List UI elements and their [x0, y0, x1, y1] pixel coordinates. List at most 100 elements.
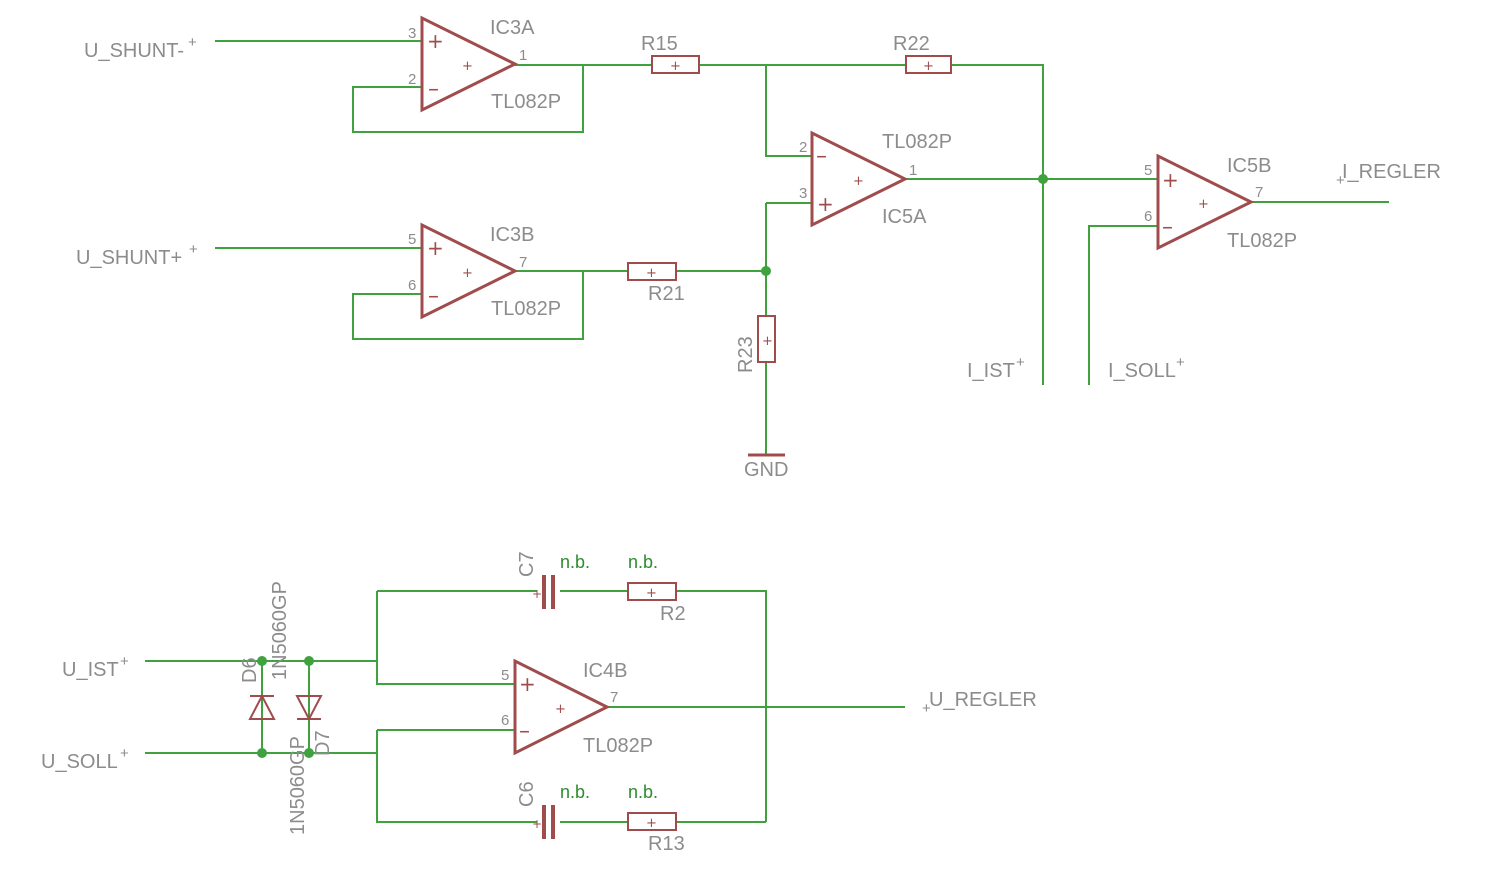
plus-symbol: + — [1162, 168, 1179, 192]
opamp-body — [810, 130, 909, 228]
resistor-r15: + R15 — [641, 33, 700, 74]
wire-ic5a-minus — [765, 65, 812, 157]
part-name: R21 — [648, 283, 685, 305]
part-value: n.b. — [628, 552, 658, 572]
center-mark: + — [532, 587, 542, 601]
minus-symbol: – — [428, 77, 439, 102]
net-label-cross: + — [120, 653, 129, 670]
opamp-ic4b: + – + 5 6 7 IC4B TL082P — [501, 658, 653, 757]
plus-symbol: + — [817, 192, 834, 216]
part-value: n.b. — [560, 782, 590, 802]
part-value: n.b. — [628, 782, 658, 802]
pin-number: 1 — [909, 162, 917, 179]
wire-ic4b-plus — [376, 591, 515, 685]
center-mark: + — [462, 266, 473, 281]
pin-number: 3 — [799, 185, 807, 202]
net-label-u-soll: U_SOLL — [41, 751, 118, 773]
part-value: 1N5060GP — [269, 581, 291, 680]
opamp-ic3a: + – + 3 2 1 IC3A TL082P — [408, 15, 561, 113]
diode-d6: D6 1N5060GP — [239, 581, 291, 720]
pin-number: 6 — [501, 712, 509, 729]
net-label-i-regler: I_REGLER — [1342, 161, 1441, 183]
wire-r22-out — [951, 64, 1044, 385]
pin-number: 7 — [519, 254, 527, 271]
wire-ic3b-feedback — [352, 271, 584, 340]
resistor-r23: + R23 — [735, 315, 776, 373]
pin-number: 3 — [408, 25, 416, 42]
pin-number: 5 — [501, 667, 509, 684]
center-mark: + — [923, 59, 934, 74]
part-name: IC3B — [490, 224, 534, 246]
center-mark: + — [762, 334, 773, 349]
gnd-symbol: GND — [744, 453, 788, 481]
part-name: R2 — [660, 603, 686, 625]
wire-i-soll — [1088, 225, 1158, 385]
pin-number: 5 — [408, 231, 416, 248]
part-name: IC5B — [1227, 155, 1271, 177]
center-mark: + — [462, 59, 473, 74]
capacitor-plate — [542, 805, 546, 839]
part-name: D7 — [312, 730, 334, 756]
part-value: TL082P — [491, 298, 561, 320]
resistor-r2: + R2 n.b. — [627, 552, 686, 625]
opamp-ic3b: + – + 5 6 7 IC3B TL082P — [408, 222, 561, 320]
junction-dot — [257, 748, 267, 758]
pin-number: 5 — [1144, 162, 1152, 179]
part-name: R15 — [641, 33, 678, 55]
part-name: R23 — [735, 336, 757, 373]
pin-number: 6 — [1144, 208, 1152, 225]
part-value: 1N5060GP — [287, 736, 309, 835]
center-mark: + — [1198, 197, 1209, 212]
net-label-u-regler: U_REGLER — [929, 689, 1037, 711]
junction-dot — [257, 656, 267, 666]
opamp-ic5b: + – + 5 6 7 IC5B TL082P — [1144, 153, 1297, 252]
part-name: D6 — [239, 657, 261, 683]
center-mark: + — [555, 702, 566, 717]
junction-dot — [304, 748, 314, 758]
center-mark: + — [670, 59, 681, 74]
minus-symbol: – — [428, 284, 439, 309]
plus-symbol: + — [519, 672, 536, 696]
wire-c6-left — [376, 730, 537, 823]
pin-number: 1 — [519, 47, 527, 64]
plus-symbol: + — [427, 29, 444, 53]
opamp-body — [1156, 153, 1255, 251]
pin-number: 7 — [610, 689, 618, 706]
capacitor-plate — [542, 575, 546, 609]
center-mark: + — [532, 817, 542, 831]
part-name: IC5A — [882, 206, 927, 228]
capacitor-plate — [551, 805, 555, 839]
part-value: TL082P — [1227, 230, 1297, 252]
net-labels: U_SHUNT- + U_SHUNT+ + I_IST + I_SOLL + +… — [41, 34, 1441, 773]
net-label-u-shunt-minus: U_SHUNT- — [84, 40, 184, 62]
net-label-u-shunt-plus: U_SHUNT+ — [76, 247, 182, 269]
capacitor-c6: + C6 n.b. — [516, 781, 590, 839]
opamp-body — [420, 15, 519, 113]
resistor-r21: + R21 — [627, 262, 685, 305]
part-value: TL082P — [491, 91, 561, 113]
part-name: R22 — [893, 33, 930, 55]
resistor-body — [651, 55, 700, 74]
net-label-cross: + — [1176, 354, 1185, 371]
resistor-body — [757, 315, 776, 363]
part-name: IC3A — [490, 17, 535, 39]
resistor-body — [627, 262, 677, 281]
pin-number: 6 — [408, 277, 416, 294]
resistor-body — [905, 55, 952, 74]
diode-d7: D7 1N5060GP — [287, 695, 334, 835]
opamp-ic5a: – + + 2 3 1 TL082P IC5A — [799, 130, 952, 228]
part-value: n.b. — [560, 552, 590, 572]
net-label-i-soll: I_SOLL — [1108, 360, 1176, 382]
resistor-r13: + R13 n.b. — [627, 782, 685, 855]
net-label-cross: + — [189, 241, 198, 258]
junctions — [257, 174, 1048, 758]
capacitor-c7: + C7 n.b. — [516, 551, 590, 609]
wire-feedback-right — [676, 590, 767, 822]
pin-number: 7 — [1255, 184, 1263, 201]
part-value: TL082P — [882, 131, 952, 153]
minus-symbol: – — [816, 144, 827, 169]
junction-dot — [761, 266, 771, 276]
net-label-cross: + — [120, 745, 129, 762]
net-label-cross: + — [188, 34, 197, 51]
